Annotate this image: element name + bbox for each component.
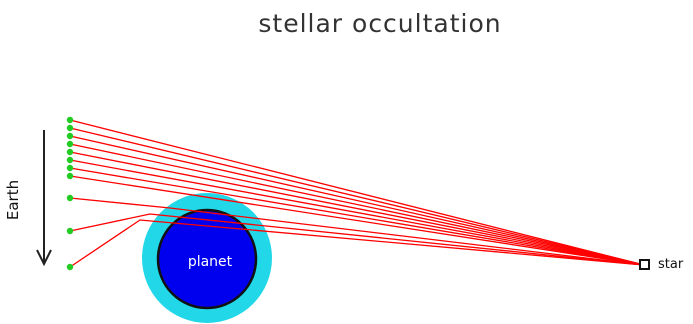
earth-motion-arrow bbox=[36, 130, 52, 267]
planet: planet bbox=[142, 193, 272, 323]
light-ray bbox=[69, 135, 645, 266]
light-ray bbox=[69, 167, 645, 266]
light-ray bbox=[69, 159, 645, 266]
observer-dot bbox=[66, 124, 74, 132]
observer-dot bbox=[66, 227, 74, 235]
observer-dot bbox=[66, 116, 74, 124]
observer-dot bbox=[66, 263, 74, 271]
light-ray bbox=[69, 143, 645, 266]
observer-dot bbox=[66, 172, 74, 180]
observer-dot bbox=[66, 132, 74, 140]
light-rays bbox=[69, 119, 645, 268]
light-ray bbox=[69, 119, 645, 266]
star-label: star bbox=[658, 257, 684, 272]
observer-dot bbox=[66, 164, 74, 172]
planet-body bbox=[156, 208, 258, 310]
star-marker bbox=[639, 259, 650, 270]
light-ray bbox=[69, 219, 645, 268]
earth-label: Earth bbox=[4, 180, 22, 220]
observer-positions bbox=[66, 116, 74, 271]
planet-label: planet bbox=[188, 254, 233, 270]
light-ray bbox=[69, 175, 645, 266]
observer-dot bbox=[66, 140, 74, 148]
light-ray bbox=[69, 197, 645, 266]
observer-dot bbox=[66, 148, 74, 156]
light-ray bbox=[69, 213, 645, 266]
observer-dot bbox=[66, 156, 74, 164]
light-ray bbox=[69, 127, 645, 266]
light-ray bbox=[69, 151, 645, 266]
diagram-title: stellar occultation bbox=[258, 9, 501, 38]
star: star bbox=[639, 257, 684, 272]
observer-dot bbox=[66, 194, 74, 202]
